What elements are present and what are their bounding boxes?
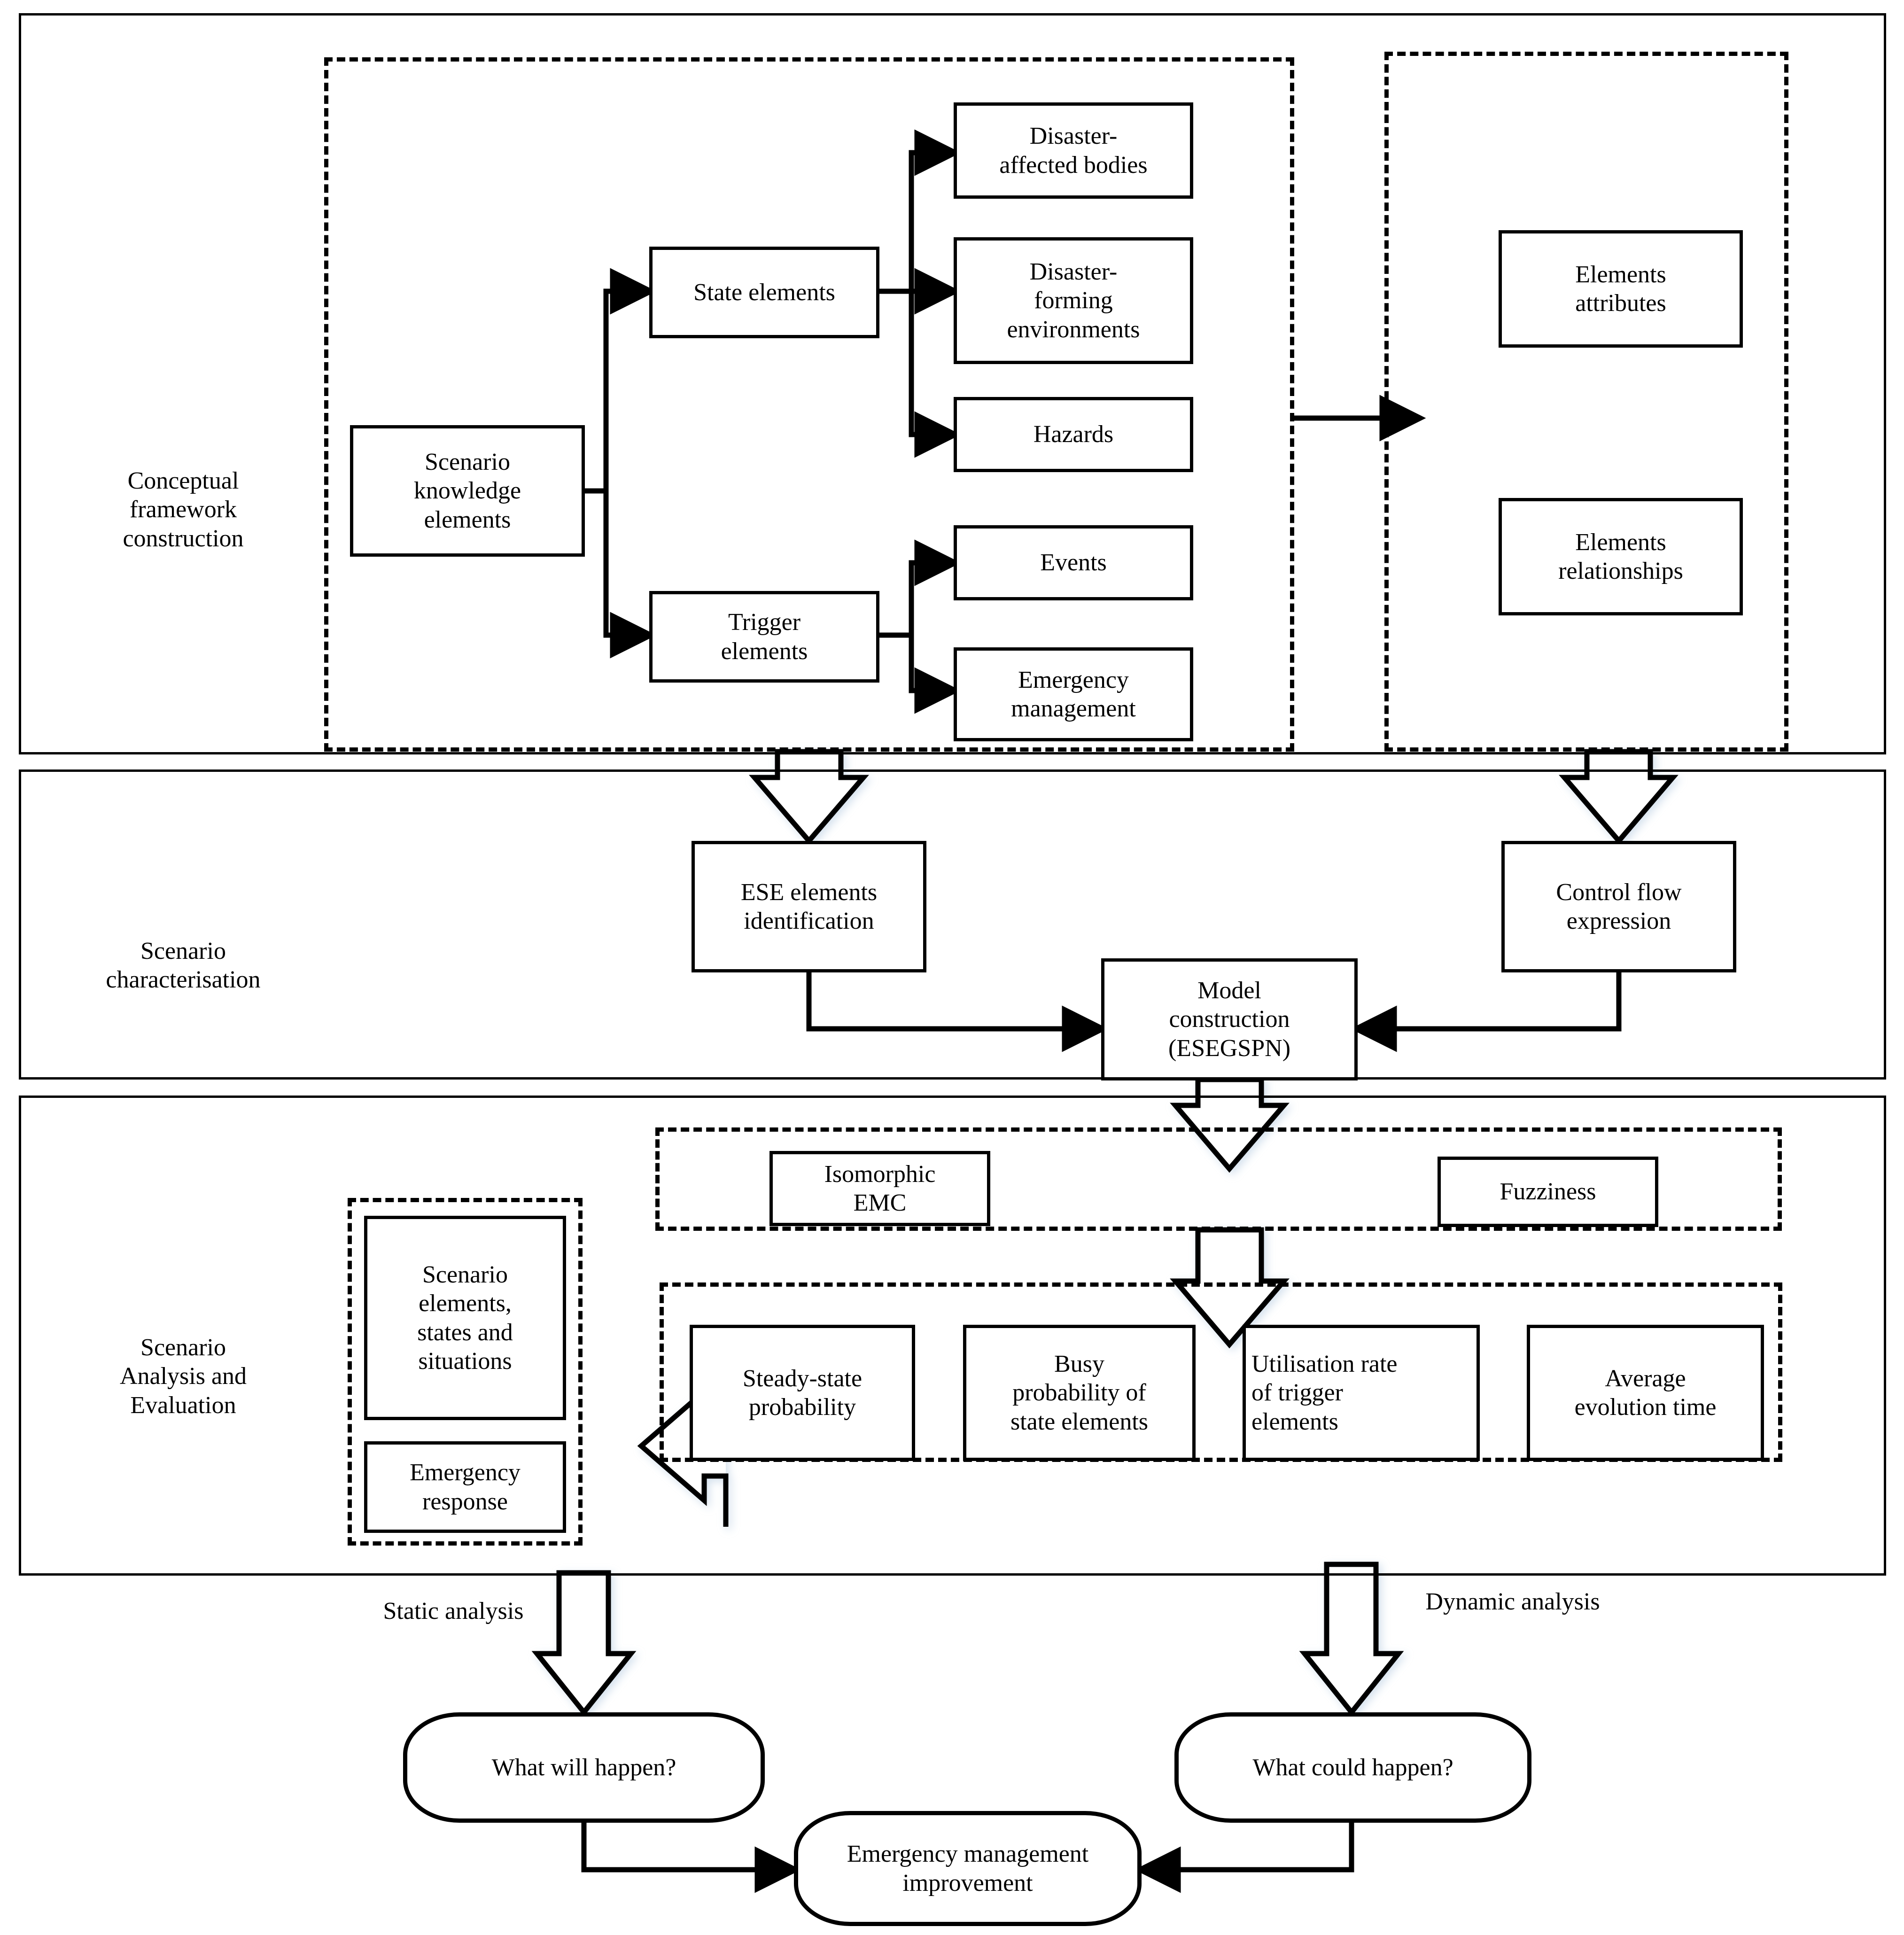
node-model-construction[interactable]: Model construction (ESEGSPN) (1101, 958, 1358, 1080)
node-scenario-knowledge-elements[interactable]: Scenario knowledge elements (350, 425, 585, 557)
panel-conceptual-framework (19, 13, 1886, 754)
node-busy-probability-of-state-elements[interactable]: Busy probability of state elements (963, 1325, 1196, 1461)
block-arrow-static-analysis (531, 1570, 637, 1717)
node-utilisation-rate-of-trigger-elements[interactable]: Utilisation rate of trigger elements (1243, 1325, 1480, 1461)
edge-trigger-to-events (876, 539, 961, 638)
dashed-group-isomorphic-fuzziness (655, 1127, 1782, 1231)
node-state-elements[interactable]: State elements (649, 247, 879, 338)
node-emergency-management[interactable]: Emergency management (954, 647, 1193, 741)
edge-trigger-to-emergency-mgmt (909, 635, 961, 714)
node-fuzziness[interactable]: Fuzziness (1438, 1157, 1658, 1227)
edge-state-to-bodies (876, 129, 961, 294)
node-elements-attributes[interactable]: Elements attributes (1499, 230, 1743, 348)
edge-label-static-analysis: Static analysis (383, 1598, 524, 1625)
edge-control-to-model (1350, 972, 1622, 1052)
block-arrow-to-ese (749, 749, 869, 845)
node-events[interactable]: Events (954, 525, 1193, 600)
node-ese-elements-identification[interactable]: ESE elements identification (692, 841, 926, 972)
node-disaster-forming-environments[interactable]: Disaster- forming environments (954, 237, 1193, 364)
block-arrows-group (531, 749, 1679, 1717)
node-disaster-affected-bodies[interactable]: Disaster- affected bodies (954, 102, 1193, 199)
dashed-group-elements (1384, 52, 1788, 752)
panel-scenario-analysis (19, 1096, 1886, 1576)
block-arrow-dynamic-analysis (1299, 1562, 1404, 1717)
node-trigger-elements[interactable]: Trigger elements (649, 591, 879, 683)
edge-ese-to-model (806, 971, 1109, 1052)
node-control-flow-expression[interactable]: Control flow expression (1501, 841, 1736, 972)
terminal-what-could-happen[interactable]: What could happen? (1174, 1712, 1531, 1823)
edge-ske-to-trigger (585, 488, 657, 659)
edge-label-dynamic-analysis: Dynamic analysis (1425, 1588, 1600, 1616)
node-scenario-elements-states-situations[interactable]: Scenario elements, states and situations (364, 1216, 566, 1420)
dashed-group-metrics (660, 1282, 1782, 1462)
section-label-scenario-analysis: Scenario Analysis and Evaluation (119, 1334, 247, 1419)
section-label-scenario-characterisation: Scenario characterisation (106, 937, 261, 993)
edge-state-to-hazards (909, 291, 961, 458)
terminal-emergency-management-improvement[interactable]: Emergency management improvement (794, 1811, 1142, 1926)
dashed-group-scenario-knowledge (324, 57, 1294, 752)
node-steady-state-probability[interactable]: Steady-state probability (690, 1325, 915, 1461)
node-hazards[interactable]: Hazards (954, 397, 1193, 472)
block-arrow-to-control-flow (1559, 749, 1679, 845)
dashed-group-outputs (348, 1198, 583, 1546)
terminal-what-will-happen[interactable]: What will happen? (403, 1712, 765, 1823)
block-arrow-to-metrics-band (1170, 1227, 1290, 1349)
node-elements-relationships[interactable]: Elements relationships (1499, 498, 1743, 615)
node-average-evolution-time[interactable]: Average evolution time (1527, 1325, 1764, 1461)
node-emergency-response[interactable]: Emergency response (364, 1441, 566, 1533)
section-label-conceptual-framework: Conceptual framework construction (123, 467, 244, 552)
node-isomorphic-emc[interactable]: Isomorphic EMC (769, 1151, 990, 1226)
panel-scenario-characterisation (19, 769, 1886, 1080)
block-arrow-to-isomorphic-band (1170, 1077, 1290, 1173)
